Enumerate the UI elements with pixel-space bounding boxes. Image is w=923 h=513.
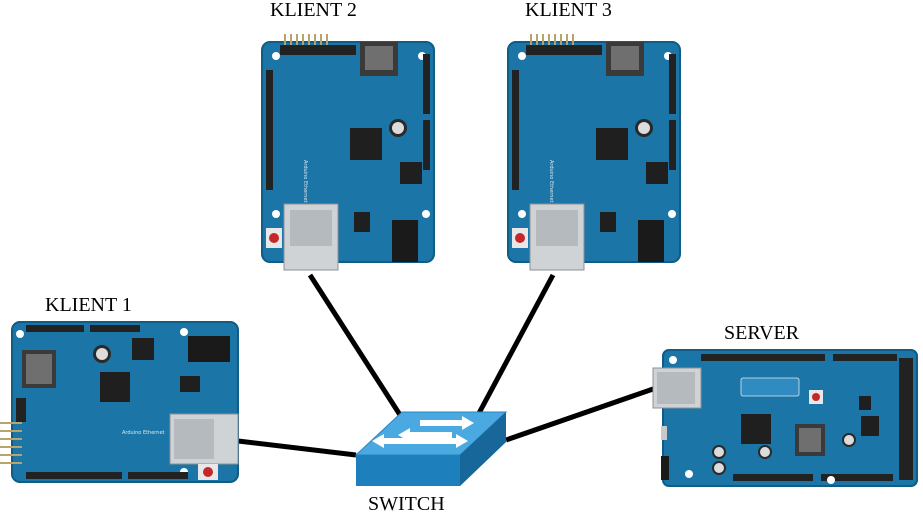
label-switch: SWITCH — [368, 493, 445, 513]
label-klient3: KLIENT 3 — [525, 0, 612, 21]
board-brand: Arduino Ethernet — [302, 160, 308, 203]
capacitor-top — [844, 435, 854, 445]
shield-logo — [740, 377, 800, 397]
crystal-top — [392, 122, 404, 134]
regulator — [354, 212, 370, 232]
small-chip — [400, 162, 422, 184]
network-switch — [354, 411, 508, 486]
reset-button-cap — [269, 233, 279, 243]
small-chip — [861, 416, 879, 436]
sd-slot-inner — [611, 46, 639, 70]
board-brand: Arduino Ethernet — [548, 160, 554, 203]
board-brand: Arduino Ethernet — [122, 430, 165, 436]
header-top — [701, 354, 825, 361]
capacitor-top — [714, 447, 724, 457]
power-jack — [638, 220, 664, 262]
mount-hole — [685, 470, 693, 478]
mount-hole — [518, 52, 526, 60]
label-klient1: KLIENT 1 — [45, 294, 132, 316]
mount-hole — [272, 52, 280, 60]
capacitor-top — [760, 447, 770, 457]
rj45-opening — [536, 210, 578, 246]
main-chip — [100, 372, 130, 402]
main-chip — [596, 128, 628, 160]
small-chip — [646, 162, 668, 184]
top-pins — [530, 34, 574, 48]
header-top — [26, 325, 84, 332]
crystal-top — [638, 122, 650, 134]
header-right — [669, 54, 676, 114]
main-chip — [741, 414, 771, 444]
mount-hole — [669, 356, 677, 364]
klient2-board: Arduino Ethernet — [261, 34, 435, 271]
cables — [237, 273, 657, 458]
mount-hole — [180, 328, 188, 336]
reset-button-cap — [515, 233, 525, 243]
mount-hole — [668, 210, 676, 218]
mount-hole — [827, 476, 835, 484]
usb-port — [661, 426, 667, 440]
crystal-top — [96, 348, 108, 360]
header-bottom-2 — [821, 474, 893, 481]
klient1-board: Arduino Ethernet — [0, 321, 239, 483]
header-right-2 — [669, 120, 676, 170]
switch-front — [356, 455, 460, 486]
regulator — [600, 212, 616, 232]
label-server: SERVER — [724, 322, 800, 344]
header-right — [423, 54, 430, 114]
mount-hole — [422, 210, 430, 218]
sd-slot-inner — [26, 354, 52, 384]
rj45-opening — [174, 419, 214, 459]
mount-hole — [16, 330, 24, 338]
header-right-2 — [423, 120, 430, 170]
header-left — [512, 70, 519, 190]
side-pins — [0, 422, 22, 464]
mount-hole — [272, 210, 280, 218]
header-bottom — [733, 474, 813, 481]
regulator — [180, 376, 200, 392]
header-bottom — [26, 472, 122, 479]
top-header — [526, 45, 602, 55]
sd-slot-inner — [365, 46, 393, 70]
sd-slot-inner — [799, 428, 821, 452]
board-pcb — [662, 349, 918, 487]
top-header — [280, 45, 356, 55]
power-jack — [392, 220, 418, 262]
rj45-opening — [657, 372, 695, 404]
header-right — [899, 358, 913, 480]
side-header — [16, 398, 26, 422]
main-chip — [350, 128, 382, 160]
cable-server-switch — [505, 385, 657, 443]
power-jack — [661, 456, 669, 480]
label-klient2: KLIENT 2 — [270, 0, 357, 21]
cable-klient3-switch — [475, 273, 556, 417]
switch-side — [460, 412, 506, 486]
header-top-2 — [833, 354, 897, 361]
cable-klient1-switch — [237, 438, 357, 458]
rj45-opening — [290, 210, 332, 246]
capacitor-top — [714, 463, 724, 473]
small-chip-2 — [859, 396, 871, 410]
reset-button-cap — [203, 467, 213, 477]
mount-hole — [518, 210, 526, 218]
cable-klient2-switch — [307, 273, 405, 420]
switch-arrows-icon — [372, 416, 474, 448]
header-top-2 — [90, 325, 140, 332]
reset-button-cap — [812, 393, 820, 401]
server-board — [652, 349, 918, 487]
power-jack — [188, 336, 230, 362]
top-pins — [284, 34, 328, 48]
header-left — [266, 70, 273, 190]
header-bottom-2 — [128, 472, 188, 479]
klient3-board: Arduino Ethernet — [507, 34, 681, 271]
small-chip — [132, 338, 154, 360]
